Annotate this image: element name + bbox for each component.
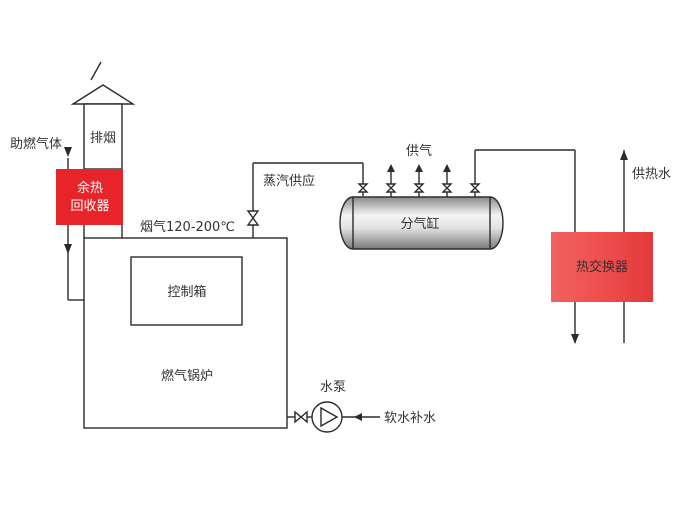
control-box-label: 控制箱 (167, 284, 206, 300)
exhaust-stack: 排烟 (70, 61, 136, 170)
water-pump-line: 水泵 软水补水 (287, 380, 436, 433)
steam-supply-line: 蒸汽供应 (246, 162, 364, 238)
flue-temp-label: 烟气120-200℃ (140, 219, 235, 235)
inlet-valve (357, 183, 369, 193)
outlet-3 (441, 164, 453, 197)
soft-water-makeup-label: 软水补水 (384, 411, 436, 426)
waste-heat-label-1: 余热 (77, 180, 103, 196)
gas-supply-label: 供气 (406, 143, 432, 159)
steam-header-tank: 分气缸 (339, 196, 504, 250)
gas-supply-outlets: 供气 (357, 143, 453, 197)
outlet-valve (469, 183, 481, 193)
waste-heat-recovery: 余热 回收器 (56, 169, 123, 238)
control-box (130, 256, 243, 326)
gas-boiler: 烟气120-200℃ 控制箱 燃气锅炉 (83, 219, 288, 429)
header-to-exchanger-line (469, 149, 576, 232)
outlet-1 (385, 164, 397, 197)
steam-header-label: 分气缸 (400, 216, 439, 232)
gas-boiler-label: 燃气锅炉 (161, 368, 213, 384)
exhaust-label: 排烟 (90, 131, 116, 146)
hot-water-supply-label: 供热水 (632, 167, 671, 182)
pump-valve (294, 410, 308, 424)
steam-valve (246, 210, 260, 226)
steam-supply-label: 蒸汽供应 (263, 173, 315, 189)
water-pump-label: 水泵 (320, 380, 346, 395)
heat-exchanger: 热交换器 供热水 (551, 150, 671, 344)
auxiliary-gas-label: 助燃气体 (10, 136, 62, 152)
heat-exchanger-label: 热交换器 (576, 259, 628, 275)
waste-heat-label-2: 回收器 (70, 199, 109, 214)
outlet-2 (413, 164, 425, 197)
